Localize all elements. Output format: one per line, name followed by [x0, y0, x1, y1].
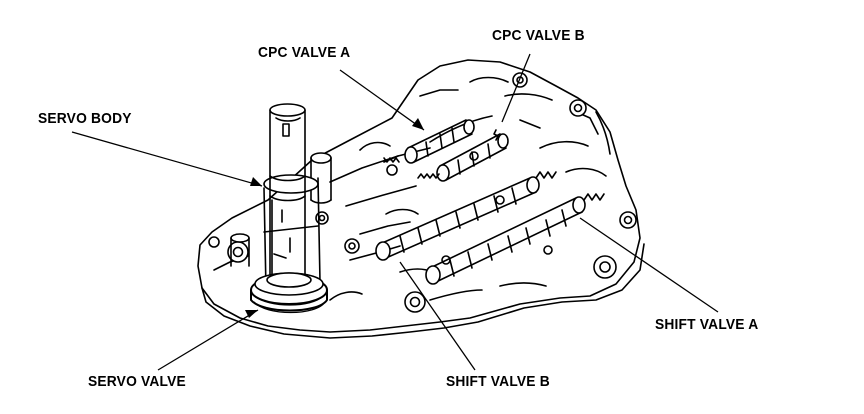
cpc-valve-b-spool [417, 129, 509, 182]
leader-shift-valve-b [399, 261, 476, 371]
label-servo-valve: SERVO VALVE [88, 373, 186, 390]
servo-valve [250, 272, 328, 314]
shift-valve-a-spool [425, 193, 605, 285]
leader-cpc-valve-a [339, 69, 425, 131]
label-cpc-valve-b: CPC VALVE B [492, 27, 585, 44]
label-shift-valve-a: SHIFT VALVE A [655, 316, 759, 333]
label-servo-body: SERVO BODY [38, 110, 132, 127]
boss-post [230, 152, 332, 267]
mounting-bosses [208, 72, 637, 313]
leader-arrowheads [245, 118, 424, 318]
leader-servo-valve [157, 309, 259, 371]
leader-shift-valve-a [579, 217, 719, 313]
label-cpc-valve-a: CPC VALVE A [258, 44, 351, 61]
cpc-valve-a-spool [383, 119, 475, 164]
shift-valve-b-spool [375, 171, 557, 261]
label-shift-valve-b: SHIFT VALVE B [446, 373, 550, 390]
leader-cpc-valve-b [501, 53, 531, 123]
leader-servo-body [71, 131, 263, 187]
leader-lines [71, 53, 719, 371]
servo-shaft [269, 103, 306, 289]
